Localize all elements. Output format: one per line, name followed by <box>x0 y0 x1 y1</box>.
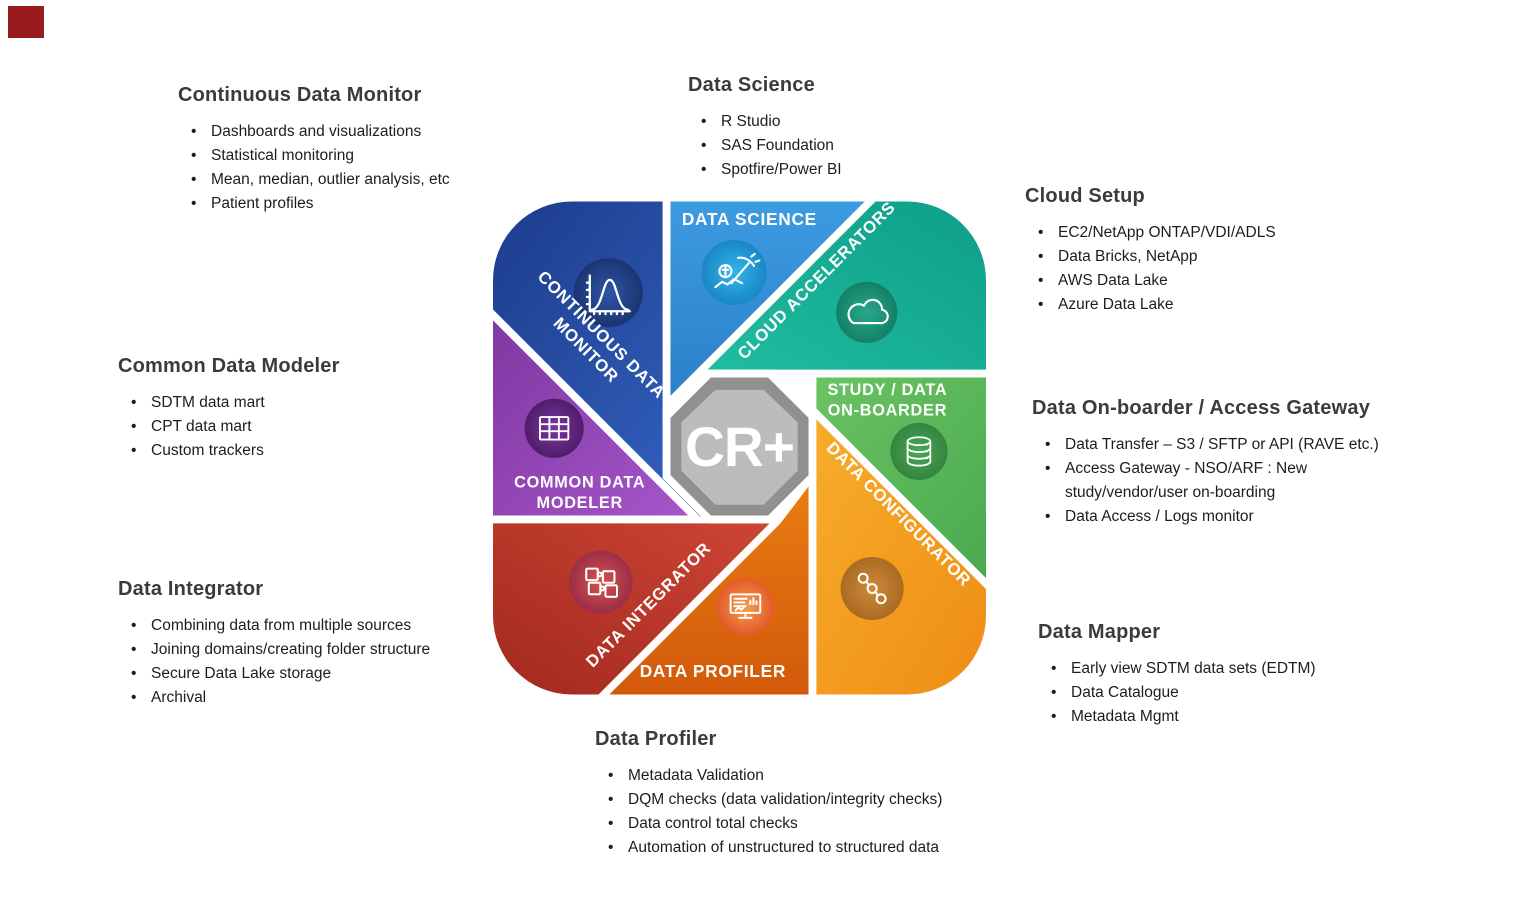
callout-title: Cloud Setup <box>1025 185 1145 207</box>
callout-title: Data Science <box>688 74 815 96</box>
chain-link-icon <box>857 572 887 605</box>
bullet-item: Spotfire/Power BI <box>688 158 1018 182</box>
bullet-item: Data Catalogue <box>1038 681 1438 705</box>
callout-list: Dashboards and visualizations Statistica… <box>178 120 618 216</box>
bullet-item: Access Gateway - NSO/ARF : New study/ven… <box>1032 457 1432 505</box>
icon-circle <box>524 398 584 458</box>
callout-data-profiler: Data Profiler Metadata Validation DQM ch… <box>595 728 1035 860</box>
slide-corner-mark <box>8 6 44 38</box>
bell-curve-chart-icon <box>585 274 631 316</box>
segment-label-data-science: DATA SCIENCE <box>682 209 817 229</box>
data-mining-icon <box>714 252 761 289</box>
callout-continuous-data-monitor: Continuous Data Monitor Dashboards and v… <box>178 84 618 216</box>
bullet-item: Data Access / Logs monitor <box>1032 505 1432 529</box>
table-grid-icon <box>538 416 570 441</box>
icon-circle <box>569 550 633 614</box>
bullet-item: Mean, median, outlier analysis, etc <box>178 168 618 192</box>
callout-list: Combining data from multiple sources Joi… <box>118 614 558 710</box>
segment-label-data-profiler: DATA PROFILER <box>640 661 786 681</box>
callout-title: Data On-boarder / Access Gateway <box>1032 397 1371 419</box>
bullet-item: Metadata Mgmt <box>1038 705 1438 729</box>
bullet-item: Secure Data Lake storage <box>118 662 558 686</box>
bullet-item: Automation of unstructured to structured… <box>595 836 1035 860</box>
segment-data-configurator <box>809 412 986 695</box>
callout-cloud-setup: Cloud Setup EC2/NetApp ONTAP/VDI/ADLS Da… <box>1025 185 1445 317</box>
callout-list: Metadata Validation DQM checks (data val… <box>595 764 1035 860</box>
callout-data-integrator: Data Integrator Combining data from mult… <box>118 578 558 710</box>
callout-common-data-modeler: Common Data Modeler SDTM data mart CPT d… <box>118 355 448 463</box>
segment-label-common-data-modeler-2: MODELER <box>537 494 623 512</box>
segment-data-integrator <box>493 523 770 695</box>
callout-title: Continuous Data Monitor <box>178 84 422 106</box>
segment-common-data-modeler <box>493 320 689 516</box>
segment-data-profiler <box>609 486 809 695</box>
bullet-item: EC2/NetApp ONTAP/VDI/ADLS <box>1025 221 1445 245</box>
callout-title: Data Mapper <box>1038 621 1161 643</box>
bullet-item: R Studio <box>688 110 1018 134</box>
bullet-item: SAS Foundation <box>688 134 1018 158</box>
callout-list: Data Transfer – S3 / SFTP or API (RAVE e… <box>1032 433 1432 529</box>
bullet-item: Data Transfer – S3 / SFTP or API (RAVE e… <box>1032 433 1432 457</box>
bullet-item: SDTM data mart <box>118 391 448 415</box>
bullet-item: Data Bricks, NetApp <box>1025 245 1445 269</box>
icon-circle <box>836 281 898 343</box>
segment-study-data-onboarder <box>816 377 986 579</box>
puzzle-icon <box>585 567 619 598</box>
callout-title: Data Integrator <box>118 578 264 600</box>
bullet-item: Archival <box>118 686 558 710</box>
callout-title: Data Profiler <box>595 728 717 750</box>
bullet-item: CPT data mart <box>118 415 448 439</box>
callout-title: Common Data Modeler <box>118 355 340 377</box>
bullet-item: Data control total checks <box>595 812 1035 836</box>
bullet-item: AWS Data Lake <box>1025 269 1445 293</box>
icon-circle <box>701 239 767 306</box>
callout-list: Early view SDTM data sets (EDTM) Data Ca… <box>1038 657 1438 729</box>
segment-label-study-data-onboarder-1: STUDY / DATA <box>827 381 947 399</box>
cr-plus-label: CR+ <box>685 416 794 478</box>
bullet-item: Azure Data Lake <box>1025 293 1445 317</box>
segment-cloud-accelerators <box>707 201 986 370</box>
callout-list: EC2/NetApp ONTAP/VDI/ADLS Data Bricks, N… <box>1025 221 1445 317</box>
bullet-item: Patient profiles <box>178 192 618 216</box>
bullet-item: Early view SDTM data sets (EDTM) <box>1038 657 1438 681</box>
callout-data-science: Data Science R Studio SAS Foundation Spo… <box>688 74 1018 182</box>
bullet-item: Dashboards and visualizations <box>178 120 618 144</box>
monitor-chart-icon <box>729 593 762 619</box>
bullet-item: Statistical monitoring <box>178 144 618 168</box>
icon-circle <box>840 556 904 621</box>
database-icon <box>906 436 932 467</box>
callout-list: R Studio SAS Foundation Spotfire/Power B… <box>688 110 1018 182</box>
segment-label-common-data-modeler-1: COMMON DATA <box>514 473 645 491</box>
bullet-item: Custom trackers <box>118 439 448 463</box>
callout-list: SDTM data mart CPT data mart Custom trac… <box>118 391 448 463</box>
callout-data-mapper: Data Mapper Early view SDTM data sets (E… <box>1038 621 1438 729</box>
callout-data-onboarder-access-gateway: Data On-boarder / Access Gateway Data Tr… <box>1032 397 1432 529</box>
bullet-item: Metadata Validation <box>595 764 1035 788</box>
octagon-face <box>681 389 798 505</box>
cloud-icon <box>847 298 889 325</box>
bullet-item: Combining data from multiple sources <box>118 614 558 638</box>
bullet-item: DQM checks (data validation/integrity ch… <box>595 788 1035 812</box>
bullet-item: Joining domains/creating folder structur… <box>118 638 558 662</box>
cr-plus-pinwheel-diagram: CR+ <box>493 201 986 695</box>
segment-label-study-data-onboarder-2: ON-BOARDER <box>828 401 947 419</box>
